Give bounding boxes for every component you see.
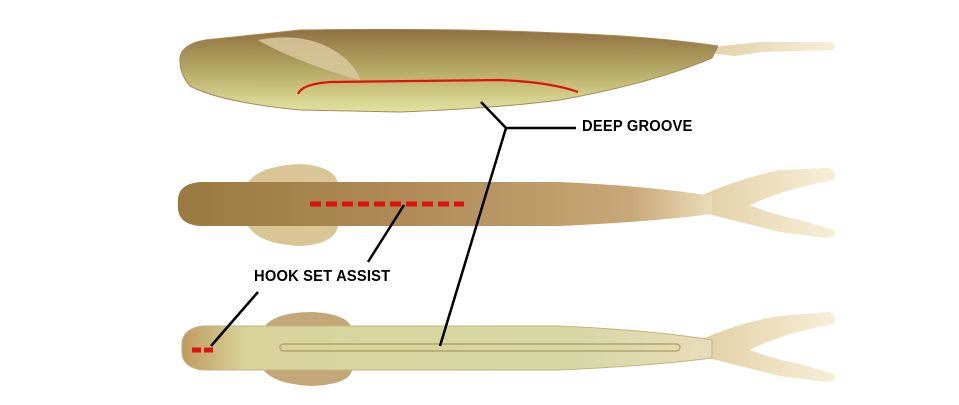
lure-belly-tail — [700, 312, 836, 382]
lure-belly-view — [181, 312, 836, 386]
lure-top-fin-upper — [246, 164, 338, 186]
lure-top-tail — [700, 168, 836, 238]
lure-side-tail — [700, 42, 835, 56]
deep-groove-channel — [279, 343, 681, 352]
hook-set-leader-bottom — [210, 291, 259, 347]
lure-side-gill-flap — [258, 37, 360, 80]
deep-groove-leader-bottom — [438, 127, 508, 347]
hook-set-assist-label: HOOK SET ASSIST — [254, 268, 391, 285]
hook-set-leader-top — [366, 204, 406, 263]
deep-groove-side-marker — [296, 78, 579, 95]
lure-side-body — [179, 28, 719, 113]
lure-top-fin-lower — [246, 222, 338, 246]
lure-side-view — [179, 28, 835, 113]
callout-leader-lines — [210, 101, 576, 347]
lure-belly-fin-lower — [262, 368, 352, 386]
lure-belly-body — [181, 325, 713, 371]
deep-groove-leader-top — [480, 101, 507, 129]
lure-top-view — [177, 164, 836, 246]
deep-groove-label: DEEP GROOVE — [582, 118, 693, 135]
